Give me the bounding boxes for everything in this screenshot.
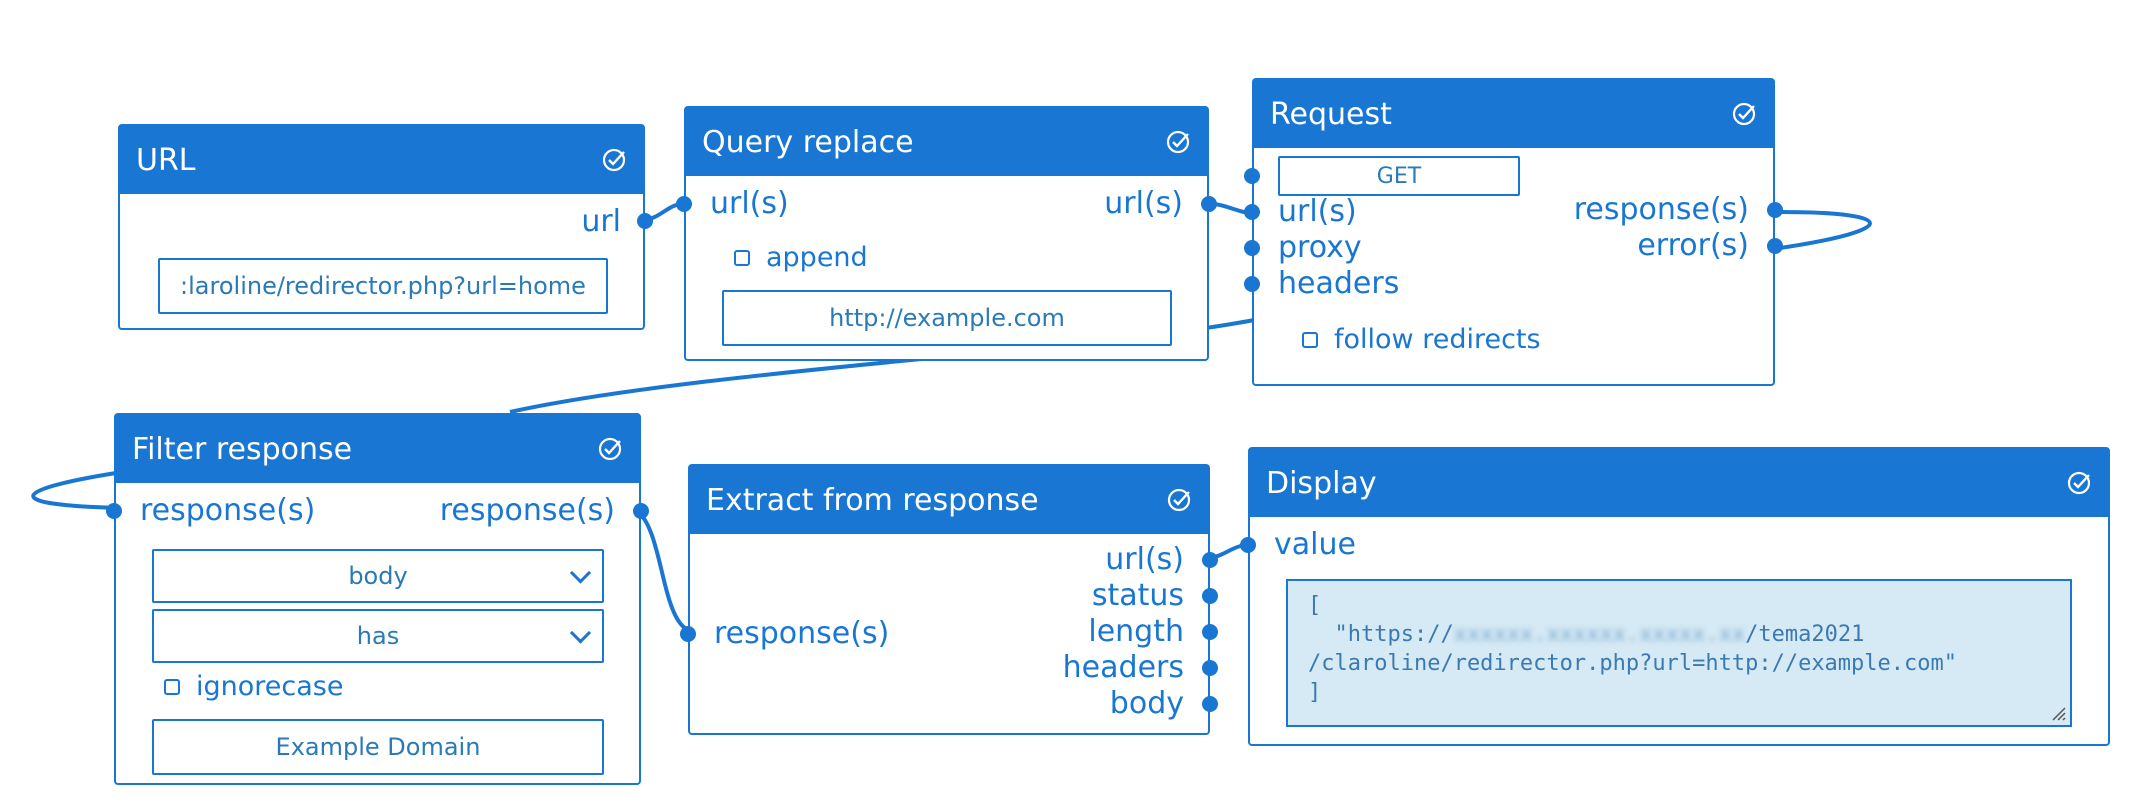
display-line-4: ] bbox=[1308, 680, 1322, 705]
check-circle-icon[interactable] bbox=[601, 147, 627, 173]
port-in-urls[interactable] bbox=[1244, 204, 1260, 220]
node-title: Display bbox=[1266, 465, 1377, 501]
wire-filter-loop bbox=[31, 471, 121, 510]
port-label-out-body: body bbox=[1109, 686, 1184, 721]
port-label-out-responses: response(s) bbox=[1573, 192, 1749, 227]
display-line-2-suffix: /tema2021 bbox=[1745, 622, 1865, 647]
check-circle-icon[interactable] bbox=[2066, 470, 2092, 496]
port-out-urls[interactable] bbox=[1201, 196, 1217, 212]
ignorecase-row[interactable]: ignorecase bbox=[164, 671, 343, 702]
follow-redirects-row[interactable]: follow redirects bbox=[1302, 324, 1541, 355]
wire-request-responses-to-filter bbox=[1779, 210, 1872, 250]
display-line-2-prefix: "https:// bbox=[1308, 622, 1454, 647]
node-url[interactable]: URL url :laroline/redirector.php?url=hom… bbox=[118, 124, 653, 330]
port-out-length[interactable] bbox=[1202, 624, 1218, 640]
filter-value-input[interactable]: Example Domain bbox=[152, 719, 604, 775]
node-filter-response[interactable]: Filter response response(s) response(s) … bbox=[106, 413, 649, 785]
append-label: append bbox=[766, 242, 868, 273]
operator-select-value: has bbox=[356, 622, 400, 650]
port-label-out-responses: response(s) bbox=[439, 493, 615, 528]
node-title: Query replace bbox=[702, 124, 914, 160]
replace-value-input[interactable]: http://example.com bbox=[722, 290, 1172, 346]
port-out-body[interactable] bbox=[1202, 696, 1218, 712]
follow-redirects-checkbox[interactable] bbox=[1302, 331, 1318, 348]
port-in-proxy[interactable] bbox=[1244, 240, 1260, 256]
node-title: URL bbox=[136, 142, 196, 178]
check-circle-icon[interactable] bbox=[1165, 129, 1191, 155]
node-extract-header[interactable]: Extract from response bbox=[690, 466, 1208, 534]
display-line-3: /claroline/redirector.php?url=http://exa… bbox=[1308, 651, 1958, 676]
check-circle-icon[interactable] bbox=[597, 436, 623, 462]
method-button[interactable]: GET bbox=[1278, 156, 1520, 196]
display-output-textarea[interactable]: [ "https://xxxxxx.xxxxxx.xxxxx.xx/tema20… bbox=[1286, 579, 2072, 727]
url-input[interactable]: :laroline/redirector.php?url=home bbox=[158, 258, 608, 314]
port-out-errors[interactable] bbox=[1767, 238, 1783, 254]
node-filter-response-header[interactable]: Filter response bbox=[116, 415, 639, 483]
check-circle-icon[interactable] bbox=[1166, 487, 1192, 513]
port-in-urls[interactable] bbox=[676, 196, 692, 212]
port-label-in-proxy: proxy bbox=[1278, 230, 1362, 265]
check-circle-icon[interactable] bbox=[1731, 101, 1757, 127]
node-display-header[interactable]: Display bbox=[1250, 449, 2108, 517]
port-label-in-urls: url(s) bbox=[1278, 194, 1357, 229]
port-label-out-length: length bbox=[1088, 614, 1184, 649]
node-request[interactable]: Request GET url(s) proxy headers respons… bbox=[1244, 78, 1783, 386]
resize-grip-icon[interactable] bbox=[2048, 703, 2066, 721]
port-in-headers[interactable] bbox=[1244, 276, 1260, 292]
port-label-out-url: url bbox=[581, 204, 621, 239]
port-out-responses[interactable] bbox=[633, 503, 649, 519]
display-line-2-redacted: xxxxxx.xxxxxx.xxxxx.xx bbox=[1453, 622, 1746, 647]
port-label-out-urls: url(s) bbox=[1104, 186, 1183, 221]
port-label-out-headers: headers bbox=[1062, 650, 1184, 685]
field-select[interactable]: body bbox=[152, 549, 604, 603]
port-label-in-urls: url(s) bbox=[710, 186, 789, 221]
follow-redirects-label: follow redirects bbox=[1334, 324, 1541, 355]
node-request-header[interactable]: Request bbox=[1254, 80, 1773, 148]
chevron-down-icon bbox=[569, 562, 592, 584]
port-out-urls[interactable] bbox=[1202, 552, 1218, 568]
port-label-in-responses: response(s) bbox=[714, 616, 890, 651]
node-query-replace-header[interactable]: Query replace bbox=[686, 108, 1207, 176]
port-in-method[interactable] bbox=[1244, 168, 1260, 184]
operator-select[interactable]: has bbox=[152, 609, 604, 663]
field-select-value: body bbox=[348, 562, 408, 590]
chevron-down-icon bbox=[569, 622, 592, 644]
port-label-out-errors: error(s) bbox=[1637, 228, 1749, 263]
ignorecase-label: ignorecase bbox=[196, 671, 344, 702]
port-out-responses[interactable] bbox=[1767, 202, 1783, 218]
append-checkbox[interactable] bbox=[734, 249, 750, 266]
wire-filter-to-extract bbox=[634, 508, 695, 634]
port-out-headers[interactable] bbox=[1202, 660, 1218, 676]
node-query-replace[interactable]: Query replace url(s) url(s) append http:… bbox=[676, 106, 1217, 361]
port-out-status[interactable] bbox=[1202, 588, 1218, 604]
port-label-in-headers: headers bbox=[1278, 266, 1400, 301]
port-label-in-responses: response(s) bbox=[140, 493, 316, 528]
node-url-header[interactable]: URL bbox=[120, 126, 643, 194]
node-title: Request bbox=[1270, 96, 1392, 132]
node-extract[interactable]: Extract from response response(s) url(s)… bbox=[680, 464, 1218, 735]
port-label-out-urls: url(s) bbox=[1105, 542, 1184, 577]
node-title: Filter response bbox=[132, 431, 353, 467]
node-title: Extract from response bbox=[706, 482, 1039, 518]
port-label-in-value: value bbox=[1274, 527, 1356, 562]
ignorecase-checkbox[interactable] bbox=[164, 678, 180, 695]
port-in-responses[interactable] bbox=[106, 503, 122, 519]
port-in-responses[interactable] bbox=[680, 626, 696, 642]
port-label-out-status: status bbox=[1091, 578, 1184, 613]
append-checkbox-row[interactable]: append bbox=[734, 242, 868, 273]
display-line-1: [ bbox=[1308, 593, 1322, 618]
node-display[interactable]: Display value [ "https://xxxxxx.xxxxxx.x… bbox=[1240, 447, 2110, 746]
port-in-value[interactable] bbox=[1240, 537, 1256, 553]
port-out-url[interactable] bbox=[637, 213, 653, 229]
